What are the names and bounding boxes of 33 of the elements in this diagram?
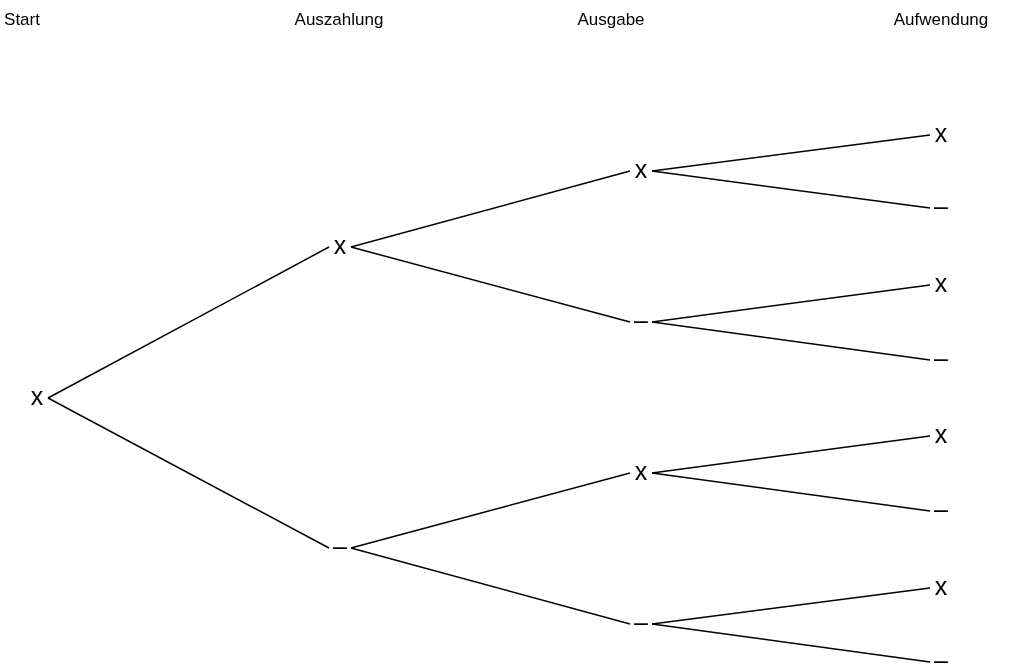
connector-line: [47, 397, 330, 549]
connector-line: [651, 170, 931, 209]
connector-line: [350, 472, 631, 549]
connector-line: [47, 246, 330, 399]
tree-node-symbol: x: [329, 231, 351, 259]
column-heading: Aufwendung: [893, 10, 989, 30]
connector-line: [350, 246, 631, 323]
connector-line: [350, 547, 631, 625]
connector-line: [651, 435, 931, 474]
tree-node-symbol: –: [930, 495, 952, 523]
connector-line: [350, 170, 631, 248]
tree-node-symbol: –: [930, 344, 952, 372]
connector-line: [651, 587, 931, 625]
connector-line: [651, 284, 931, 323]
tree-node-symbol: x: [930, 420, 952, 448]
tree-node-symbol: –: [930, 646, 952, 668]
tree-node-symbol: x: [930, 269, 952, 297]
tree-node-symbol: x: [630, 457, 652, 485]
connector-line: [651, 134, 931, 172]
column-heading: Auszahlung: [294, 10, 384, 30]
column-heading: Ausgabe: [577, 10, 645, 30]
connector-line: [651, 472, 931, 512]
tree-node-symbol: x: [630, 155, 652, 183]
tree-node-symbol: x: [930, 119, 952, 147]
column-heading: Start: [4, 10, 40, 30]
tree-node-symbol: –: [630, 306, 652, 334]
connector-line: [651, 321, 931, 361]
tree-node-symbol: –: [930, 192, 952, 220]
tree-node-symbol: –: [630, 608, 652, 636]
connector-line: [651, 623, 931, 663]
tree-node-symbol: x: [930, 572, 952, 600]
tree-node-symbol: x: [26, 382, 48, 410]
tree-node-symbol: –: [329, 532, 351, 560]
